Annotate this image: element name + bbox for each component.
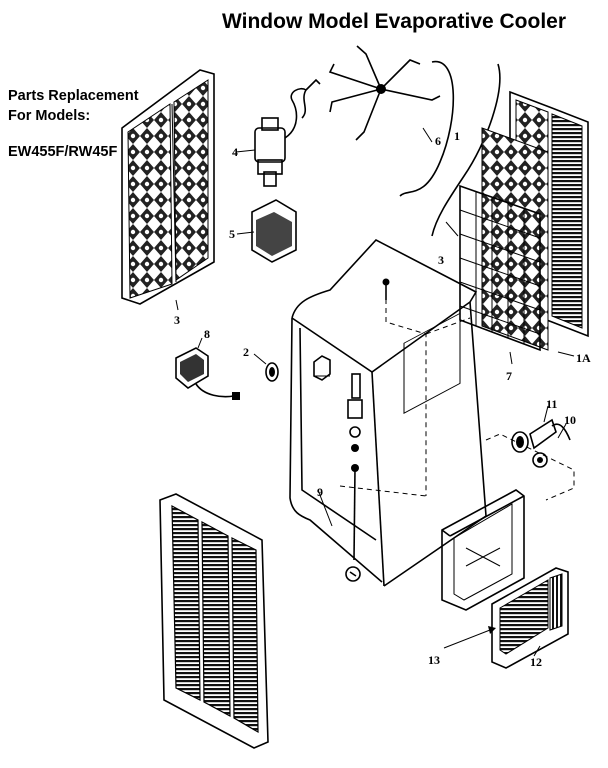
callout-4: 4	[232, 145, 238, 159]
callout-5: 5	[229, 227, 235, 241]
parts-header-line2: For Models:	[8, 108, 90, 124]
callout-3-right: 3	[438, 253, 444, 267]
pad-grid-frame	[459, 184, 541, 352]
callout-2: 2	[243, 345, 249, 359]
cooler-cabinet	[289, 239, 487, 587]
water-pump	[235, 78, 321, 187]
left-cooling-pad-panel	[121, 69, 215, 305]
leader-lines	[175, 221, 575, 649]
inner-bracket	[313, 355, 331, 381]
motor-bracket	[236, 199, 297, 263]
parts-header-line1: Parts Replacement	[8, 88, 139, 104]
callout-12: 12	[530, 655, 542, 669]
control-knob	[253, 353, 279, 382]
front-frame-box	[441, 489, 525, 611]
switch-assembly	[511, 405, 571, 468]
callout-10: 10	[564, 413, 576, 427]
callout-8: 8	[204, 327, 210, 341]
top-screw	[382, 278, 390, 300]
front-louver-grille	[491, 567, 569, 669]
callout-13: 13	[428, 653, 440, 667]
callout-bracket-1	[431, 63, 501, 237]
rear-cooling-pad-assembly	[481, 90, 589, 351]
callout-3-left: 3	[174, 313, 180, 327]
callout-6: 6	[435, 134, 441, 148]
fan-blade	[328, 45, 455, 197]
callout-1: 1	[454, 129, 460, 143]
motor-with-cord	[175, 337, 240, 400]
diagram-title: Window Model Evaporative Cooler	[222, 10, 566, 33]
guide-line-switch	[485, 433, 575, 501]
callout-9: 9	[317, 485, 323, 499]
model-numbers: EW455F/RW45F	[8, 144, 117, 160]
callout-11: 11	[546, 397, 557, 411]
callout-1a: 1A	[576, 351, 591, 365]
callout-7: 7	[506, 369, 512, 383]
side-louver-panel	[159, 493, 269, 749]
float-valve-assembly	[317, 373, 363, 582]
